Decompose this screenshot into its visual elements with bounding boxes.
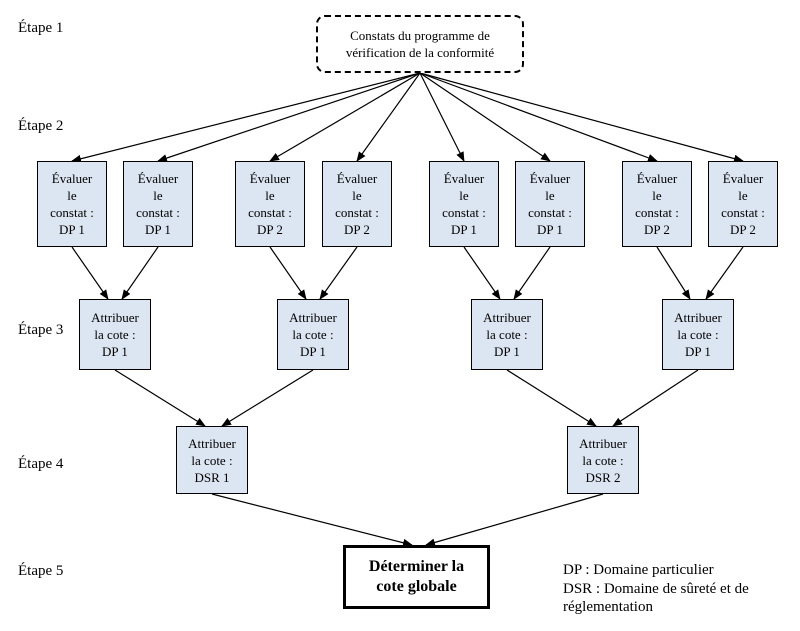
- arrow-rate4-dsr2: [612, 369, 699, 427]
- root-findings-label: Constats du programme de vérification de…: [345, 28, 495, 60]
- arrow-root-eval-7: [419, 72, 658, 162]
- legend-dsr-line1: DSR : Domaine de sûreté et de: [563, 581, 749, 597]
- rate-dp-box-label: Attribuer la cote : DP 1: [674, 310, 722, 359]
- arrow-root-eval-1: [71, 72, 421, 163]
- arrow-dsr2-final: [425, 493, 604, 547]
- arrow-root-eval-3: [269, 72, 421, 162]
- arrow-rate1-dsr1: [114, 369, 206, 427]
- stage-1-label: Étape 1: [18, 20, 64, 36]
- arrow-rate3-dsr2: [506, 369, 597, 427]
- stage-4-label: Étape 4: [18, 456, 64, 472]
- rate-dp-box: Attribuer la cote : DP 1: [471, 299, 543, 370]
- arrow-root-eval-8: [419, 72, 744, 163]
- final-rating-label: Déterminer la cote globale: [368, 558, 465, 595]
- rate-dp-box-label: Attribuer la cote : DP 1: [289, 310, 337, 359]
- evaluate-box: Évaluer le constat : DP 2: [622, 161, 692, 247]
- rate-dsr-box: Attribuer la cote : DSR 2: [567, 426, 639, 494]
- arrow-eval5-rate3: [463, 246, 501, 300]
- stage-3-label: Étape 3: [18, 322, 64, 338]
- evaluate-box: Évaluer le constat : DP 1: [123, 161, 193, 247]
- evaluate-box-label: Évaluer le constat : DP 2: [335, 171, 379, 237]
- arrow-eval7-rate4: [656, 246, 691, 300]
- evaluate-box-label: Évaluer le constat : DP 2: [635, 171, 679, 237]
- arrow-eval1-rate1: [71, 246, 109, 300]
- rate-dp-box-label: Attribuer la cote : DP 1: [91, 310, 139, 359]
- arrow-eval8-rate4: [705, 246, 744, 300]
- evaluate-box: Évaluer le constat : DP 2: [322, 161, 392, 247]
- legend-dp: DP : Domaine particulier: [563, 562, 714, 578]
- arrow-root-eval-5: [419, 72, 465, 162]
- arrow-root-eval-4: [356, 72, 421, 162]
- arrow-rate2-dsr1: [221, 369, 314, 427]
- root-findings-box: Constats du programme de vérification de…: [316, 15, 524, 73]
- stage-2-label: Étape 2: [18, 118, 64, 134]
- evaluate-box-label: Évaluer le constat : DP 1: [136, 171, 180, 237]
- evaluate-box: Évaluer le constat : DP 2: [708, 161, 778, 247]
- arrow-eval3-rate2: [269, 246, 307, 300]
- evaluate-box-label: Évaluer le constat : DP 2: [248, 171, 292, 237]
- rate-dp-box: Attribuer la cote : DP 1: [277, 299, 349, 370]
- evaluate-box-label: Évaluer le constat : DP 2: [721, 171, 765, 237]
- rate-dp-box: Attribuer la cote : DP 1: [662, 299, 734, 370]
- arrow-root-eval-6: [419, 72, 551, 162]
- arrow-eval4-rate2: [319, 246, 358, 300]
- evaluate-box: Évaluer le constat : DP 1: [429, 161, 499, 247]
- rate-dsr-box-label: Attribuer la cote : DSR 1: [188, 435, 236, 485]
- evaluate-box-label: Évaluer le constat : DP 1: [442, 171, 486, 237]
- rate-dsr-box: Attribuer la cote : DSR 1: [176, 426, 248, 494]
- legend-dsr-line2: réglementation: [563, 599, 653, 615]
- evaluate-box: Évaluer le constat : DP 1: [37, 161, 107, 247]
- arrow-eval2-rate1: [121, 246, 159, 300]
- evaluate-box: Évaluer le constat : DP 1: [515, 161, 585, 247]
- evaluate-box-label: Évaluer le constat : DP 1: [528, 171, 572, 237]
- evaluate-box-label: Évaluer le constat : DP 1: [50, 171, 94, 237]
- evaluate-box: Évaluer le constat : DP 2: [235, 161, 305, 247]
- rate-dsr-box-label: Attribuer la cote : DSR 2: [579, 435, 627, 485]
- arrow-dsr1-final: [211, 493, 413, 547]
- rate-dp-box: Attribuer la cote : DP 1: [79, 299, 151, 370]
- final-rating-box: Déterminer la cote globale: [343, 545, 490, 609]
- arrow-eval6-rate3: [513, 246, 551, 300]
- stage-5-label: Étape 5: [18, 563, 64, 579]
- arrow-root-eval-2: [157, 72, 421, 162]
- rate-dp-box-label: Attribuer la cote : DP 1: [483, 310, 531, 359]
